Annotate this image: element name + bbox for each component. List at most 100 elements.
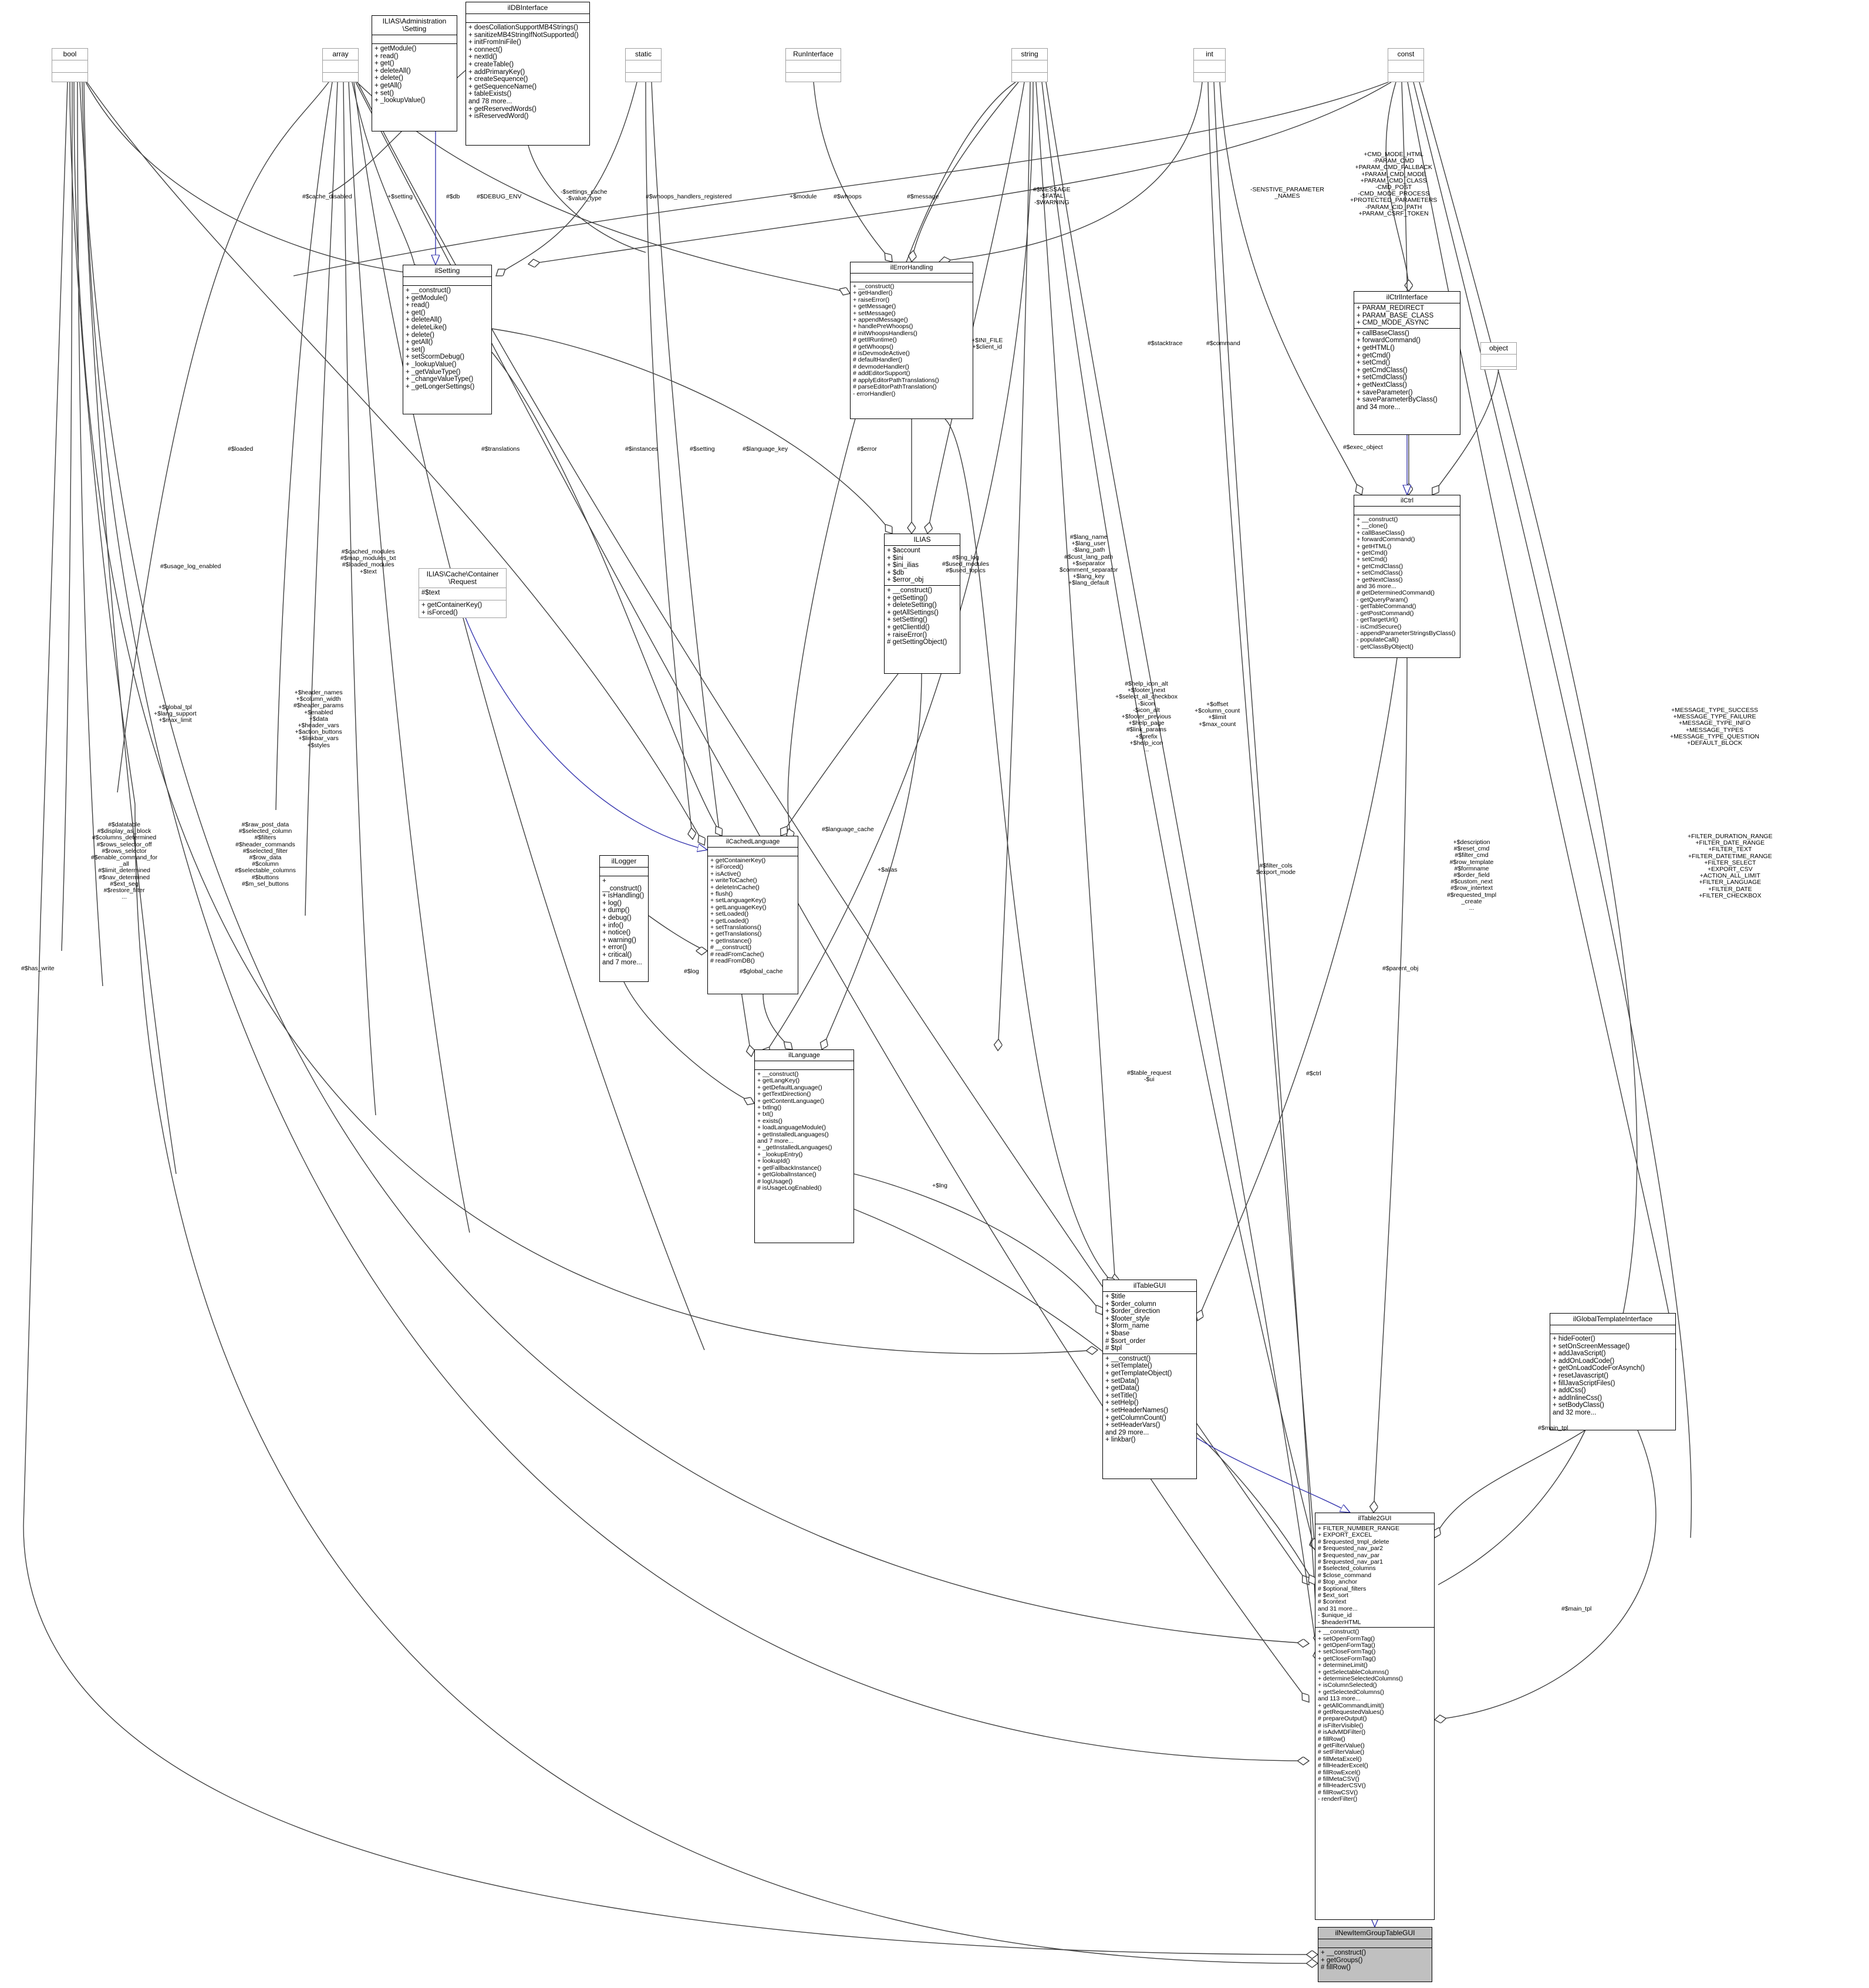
class-node-const[interactable]: const bbox=[1388, 48, 1424, 82]
operation-row: + deleteAll() bbox=[406, 316, 442, 324]
operation-row: + getOnLoadCodeForAsynch() bbox=[1553, 1365, 1645, 1372]
operation-row: # fillHeaderExcel() bbox=[1318, 1762, 1368, 1770]
operation-row: + initFromIniFile() bbox=[468, 39, 521, 46]
operation-row: - getClassByObject() bbox=[1357, 643, 1413, 650]
class-node-illogger[interactable]: ilLogger+ __construct()+ isHandling()+ l… bbox=[599, 855, 649, 982]
class-node-title-int: int bbox=[1194, 49, 1225, 60]
operation-row: + getOpenFormTag() bbox=[1318, 1641, 1375, 1649]
class-node-setting[interactable]: ILIAS\Administration \Setting+ getModule… bbox=[372, 15, 457, 131]
operation-row: + handlePreWhoops() bbox=[853, 323, 913, 330]
operation-row: + getCloseFormTag() bbox=[1318, 1655, 1376, 1662]
edge-label-l-lang-name: #$lang_name +$lang_user -$lang_path #$cu… bbox=[1060, 534, 1118, 587]
operation-row: + debug() bbox=[602, 914, 632, 922]
class-node-iltable2gui[interactable]: ilTable2GUI+ FILTER_NUMBER_RANGE+ EXPORT… bbox=[1315, 1513, 1435, 1920]
operation-row: + _getLongerSettings() bbox=[406, 383, 475, 390]
operation-row: - getQueryParam() bbox=[1357, 596, 1408, 603]
operation-row: + _changeValueType() bbox=[406, 376, 474, 383]
class-node-ilcachedlanguage[interactable]: ilCachedLanguage+ getContainerKey()+ isF… bbox=[707, 836, 798, 994]
class-node-attributes-array bbox=[323, 60, 358, 73]
class-node-operations-ildbinterface: + doesCollationSupportMB4Strings()+ sani… bbox=[466, 23, 589, 121]
operation-row: + setCloseFormTag() bbox=[1318, 1648, 1376, 1656]
operation-row: + setData() bbox=[1105, 1377, 1139, 1385]
class-node-operations-ilias: + __construct()+ getSetting()+ deleteSet… bbox=[885, 586, 960, 647]
edge-label-l-lng-log: #$lng_log #$used_modules #$used_topics bbox=[942, 554, 989, 575]
operation-row: + flush() bbox=[710, 890, 733, 898]
class-node-ilglobaltemplateinterface[interactable]: ilGlobalTemplateInterface+ hideFooter()+… bbox=[1550, 1313, 1676, 1430]
operation-row: + getContentLanguage() bbox=[757, 1097, 825, 1105]
operation-row: # isUsageLogEnabled() bbox=[757, 1184, 822, 1192]
class-node-ilsetting[interactable]: ilSetting+ __construct()+ getModule()+ r… bbox=[403, 265, 492, 414]
operation-row: + saveParameter() bbox=[1357, 389, 1413, 396]
class-node-ilnewitemgrouptablegui[interactable]: ilNewItemGroupTableGUI+ __construct()+ g… bbox=[1318, 1927, 1432, 1982]
operation-row: + getTemplateObject() bbox=[1105, 1369, 1172, 1377]
operation-row: + deleteLike() bbox=[406, 323, 447, 331]
class-node-ilctrlinterface[interactable]: ilCtrlInterface+ PARAM_REDIRECT+ PARAM_B… bbox=[1354, 291, 1460, 435]
class-node-title-static: static bbox=[626, 49, 661, 60]
class-node-title-ilctrl: ilCtrl bbox=[1354, 495, 1460, 507]
operation-row: # getRequestedValues() bbox=[1318, 1708, 1384, 1716]
edge-label-l-main-tpl-2: #$main_tpl bbox=[1561, 1605, 1592, 1612]
operation-row: - getPostCommand() bbox=[1357, 609, 1414, 617]
operation-row: + getHandler() bbox=[853, 289, 893, 297]
edge-label-l-setting: +$setting bbox=[387, 193, 413, 200]
class-node-attributes-object bbox=[1481, 355, 1516, 367]
operation-row: + txtlng() bbox=[757, 1104, 782, 1112]
operation-row: and 29 more... bbox=[1105, 1429, 1149, 1436]
operation-row: + callBaseClass() bbox=[1357, 329, 1409, 337]
class-node-attributes-int bbox=[1194, 60, 1225, 73]
operation-row: + exists() bbox=[757, 1117, 782, 1125]
operation-row: + __clone() bbox=[1357, 522, 1388, 530]
class-node-title-object: object bbox=[1481, 343, 1516, 355]
operation-row: + delete() bbox=[406, 331, 434, 339]
class-node-ilerrorhandling[interactable]: ilErrorHandling+ __construct()+ getHandl… bbox=[850, 262, 973, 419]
class-node-ildbinterface[interactable]: ilDBInterface+ doesCollationSupportMB4St… bbox=[465, 2, 590, 146]
operation-row: + getContainerKey() bbox=[710, 857, 766, 864]
class-node-attributes-ilnewitemgrouptablegui bbox=[1318, 1939, 1432, 1948]
class-node-string[interactable]: string bbox=[1011, 48, 1048, 82]
operation-row: and 7 more... bbox=[757, 1138, 794, 1145]
operation-row: + read() bbox=[375, 52, 399, 60]
class-node-object[interactable]: object bbox=[1480, 342, 1517, 370]
operation-row: + setCmdClass() bbox=[1357, 374, 1407, 382]
operation-row: + setTitle() bbox=[1105, 1392, 1138, 1399]
class-node-static[interactable]: static bbox=[625, 48, 662, 82]
operation-row: + setTemplate() bbox=[1105, 1362, 1152, 1370]
class-node-cachecontainerrequest[interactable]: ILIAS\Cache\Container \Request#$text+ ge… bbox=[419, 568, 507, 619]
class-node-title-iltable2gui: ilTable2GUI bbox=[1315, 1513, 1434, 1524]
operation-row: + getModule() bbox=[406, 294, 448, 302]
operation-row: + hideFooter() bbox=[1553, 1335, 1595, 1342]
edge-label-l-ctrl: #$ctrl bbox=[1306, 1070, 1321, 1077]
operation-row: + isColumnSelected() bbox=[1318, 1682, 1377, 1689]
operation-row: + notice() bbox=[602, 929, 631, 937]
class-node-ilias[interactable]: ILIAS+ $account+ $ini+ $ini_ilias+ $db+ … bbox=[884, 534, 960, 674]
operation-row: + raiseError() bbox=[887, 631, 927, 639]
attribute-row: + $form_name bbox=[1105, 1322, 1149, 1330]
operation-row: # fillMetaCSV() bbox=[1318, 1776, 1359, 1783]
edge-label-l-global-cache: #$global_cache bbox=[740, 968, 783, 975]
class-node-ilctrl[interactable]: ilCtrl+ __construct()+ __clone()+ callBa… bbox=[1354, 495, 1460, 658]
operation-row: + fillJavaScriptFiles() bbox=[1553, 1379, 1615, 1387]
operation-row: + getReservedWords() bbox=[468, 105, 537, 113]
operation-row: + setSetting() bbox=[887, 616, 927, 624]
edge-label-l-raw-post-data: #$raw_post_data #$selected_column #$filt… bbox=[235, 821, 296, 887]
operation-row: + getNextClass() bbox=[1357, 576, 1403, 583]
class-node-array[interactable]: array bbox=[322, 48, 359, 82]
class-node-bool[interactable]: bool bbox=[52, 48, 88, 82]
class-node-iltablegui[interactable]: ilTableGUI+ $title+ $order_column+ $orde… bbox=[1102, 1280, 1197, 1479]
edge-label-l-datatable: #$datatable #$display_as_block #$columns… bbox=[91, 821, 158, 901]
edge-label-l-language-cache: #$language_cache bbox=[822, 826, 874, 833]
class-node-runinterface[interactable]: RunInterface bbox=[785, 48, 841, 82]
edge-label-l-sensitive-parameter: -SENSTIVE_PARAMETER _NAMES bbox=[1250, 186, 1324, 200]
class-node-title-ilnewitemgrouptablegui: ilNewItemGroupTableGUI bbox=[1318, 1928, 1432, 1939]
attribute-row: #$text bbox=[421, 589, 440, 596]
class-node-operations-bool bbox=[52, 73, 87, 75]
edge-label-l-global-tpl: +$global_tpl +$lang_support +$max_limit bbox=[154, 704, 197, 724]
edge-label-l-setting2: #$setting bbox=[690, 445, 715, 453]
class-node-int[interactable]: int bbox=[1193, 48, 1226, 82]
attribute-row: + EXPORT_EXCEL bbox=[1318, 1531, 1372, 1539]
attribute-row: # $optional_filters bbox=[1318, 1585, 1367, 1592]
class-node-illanguage[interactable]: ilLanguage+ __construct()+ getLangKey()+… bbox=[754, 1049, 854, 1243]
operation-row: + setHeaderVars() bbox=[1105, 1422, 1160, 1429]
class-node-operations-string bbox=[1012, 73, 1047, 75]
operation-row: + getCmdClass() bbox=[1357, 366, 1408, 374]
